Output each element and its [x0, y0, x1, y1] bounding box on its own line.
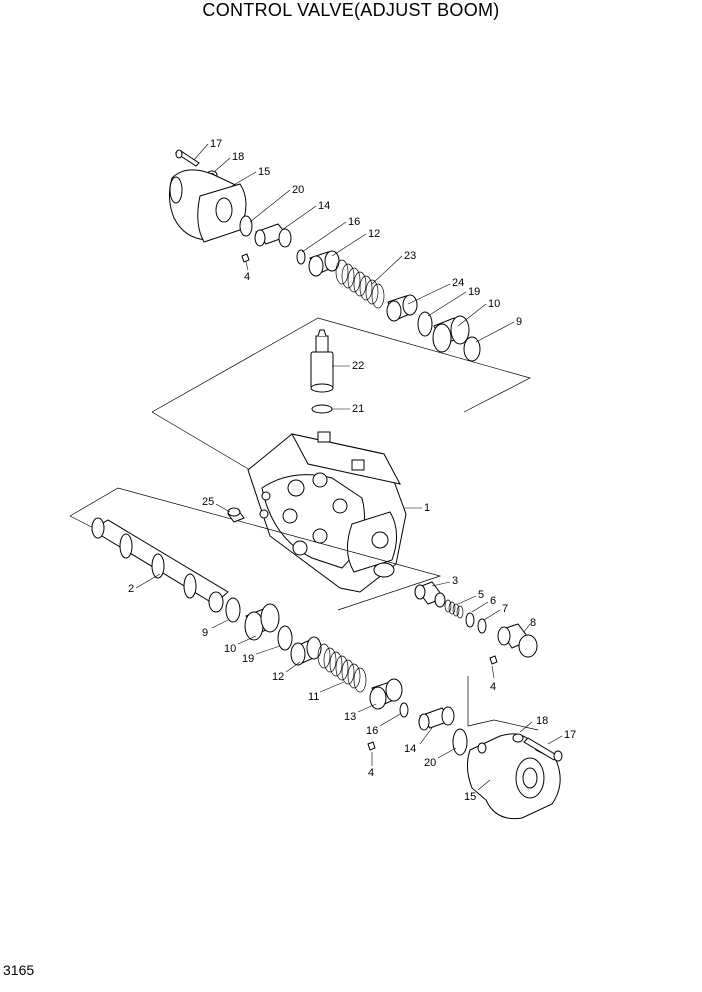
label-5: 5	[478, 589, 484, 601]
cap-10-lower	[244, 603, 280, 641]
pin-4-lower-left	[367, 741, 376, 751]
pin-4-lower-right	[489, 655, 498, 665]
label-11: 11	[308, 691, 319, 703]
label-15-upper: 15	[258, 166, 270, 178]
oring-16-upper	[296, 249, 306, 265]
oring-20-upper	[239, 215, 253, 237]
oring-16-lower	[399, 702, 409, 718]
label-25: 25	[202, 496, 214, 508]
upper-guide-frame	[151, 317, 531, 413]
leader-lines	[135, 143, 563, 791]
label-1: 1	[424, 502, 430, 514]
label-2: 2	[128, 583, 134, 595]
oring-21	[311, 404, 333, 414]
plug-25	[227, 507, 245, 523]
label-14-lower: 14	[404, 743, 416, 755]
upper-guide-line	[151, 411, 251, 471]
sleeve-12-lower	[290, 636, 322, 666]
cover-15-lower	[466, 733, 561, 820]
sleeve-12-upper	[308, 250, 340, 277]
plug-22	[310, 329, 334, 393]
plug-14-lower	[418, 706, 455, 731]
label-19-upper: 19	[468, 286, 480, 298]
pin-4-upper	[241, 253, 250, 263]
label-9-lower: 9	[202, 627, 208, 639]
plug-14-upper	[254, 223, 292, 248]
page-title: CONTROL VALVE(ADJUST BOOM)	[202, 0, 500, 20]
washer-18-lower	[512, 733, 524, 743]
oring-19-lower	[277, 625, 293, 651]
label-9-upper: 9	[516, 316, 522, 328]
oring-19-upper	[417, 311, 433, 337]
label-18-upper: 18	[232, 151, 244, 163]
spring-seat-24-upper	[386, 294, 418, 322]
bolt-17-lower	[523, 737, 563, 762]
label-16-upper: 16	[348, 216, 360, 228]
label-19-lower: 19	[242, 653, 254, 665]
valve-body-1	[247, 431, 407, 593]
cap-10-upper	[432, 315, 470, 353]
part-labels: 17 18 15 20 14 16 12 4 23 24 19 10 9 22 …	[128, 138, 576, 803]
label-4-upper: 4	[244, 271, 250, 283]
plug-8	[497, 623, 538, 658]
label-22: 22	[352, 360, 364, 372]
label-7: 7	[502, 603, 508, 615]
spool-2	[91, 517, 229, 613]
label-4-right: 4	[490, 681, 496, 693]
label-8: 8	[530, 617, 536, 629]
label-3: 3	[452, 575, 458, 587]
label-6: 6	[490, 595, 496, 607]
label-10-lower: 10	[224, 643, 236, 655]
label-23: 23	[404, 250, 416, 262]
backup-ring-7	[477, 618, 487, 634]
label-12-upper: 12	[368, 228, 380, 240]
spring-seat-13	[369, 678, 403, 710]
label-16-lower: 16	[366, 725, 378, 737]
label-24: 24	[452, 277, 464, 289]
oring-20-lower	[452, 728, 468, 756]
label-17-upper: 17	[210, 138, 222, 150]
spring-5	[444, 599, 464, 619]
ring-9-upper	[463, 336, 481, 362]
lower-guide-frame-right	[467, 676, 539, 731]
oring-6	[465, 612, 475, 628]
label-12-lower: 12	[272, 671, 284, 683]
cover-15-upper	[168, 169, 247, 243]
label-4-lower: 4	[368, 767, 374, 779]
spring-23-upper	[335, 259, 385, 309]
page-number: 3165	[3, 962, 35, 978]
label-21: 21	[352, 403, 364, 415]
label-18-lower: 18	[536, 715, 548, 727]
label-15-lower: 15	[464, 791, 476, 803]
poppet-3	[414, 581, 446, 608]
bolt-17-upper	[174, 149, 200, 167]
label-14-upper: 14	[318, 200, 330, 212]
label-20-lower: 20	[424, 757, 436, 769]
label-20-upper: 20	[292, 184, 304, 196]
label-17-lower: 17	[564, 729, 576, 741]
ring-9-lower	[225, 597, 241, 623]
label-10-upper: 10	[488, 298, 500, 310]
spring-11	[317, 643, 367, 693]
lower-guide-frame	[69, 487, 442, 611]
label-13: 13	[344, 711, 356, 723]
